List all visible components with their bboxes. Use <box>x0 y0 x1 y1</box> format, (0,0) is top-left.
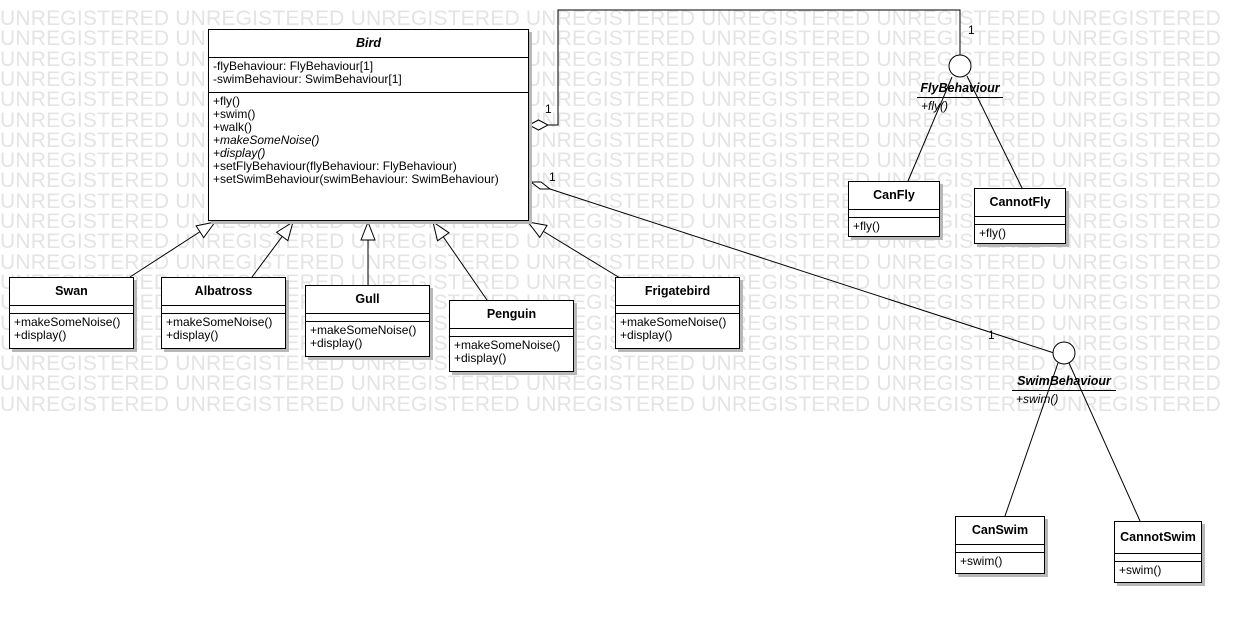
cannotswim-operation: +swim() <box>1119 563 1162 577</box>
cannotswim-class-name: CannotSwim <box>1115 522 1201 554</box>
swan-operations: +makeSomeNoise() +display() <box>10 314 133 344</box>
albatross-class[interactable]: Albatross +makeSomeNoise() +display() <box>161 277 286 349</box>
swim-aggregation-diamond <box>529 181 552 190</box>
swimbehaviour-interface[interactable]: SwimBehaviour +swim() <box>1012 375 1116 408</box>
bird-attributes: -flyBehaviour: FlyBehaviour[1] -swimBeha… <box>209 58 528 93</box>
multiplicity-bird-swim: 1 <box>549 170 556 184</box>
bird-operation: +setFlyBehaviour(flyBehaviour: FlyBehavi… <box>213 159 457 173</box>
canfly-class-name: CanFly <box>849 182 939 210</box>
cannotfly-realization <box>966 75 1023 189</box>
gull-operation: +makeSomeNoise() <box>310 323 417 337</box>
frigatebird-class-name: Frigatebird <box>616 278 739 306</box>
swan-operation: +makeSomeNoise() <box>14 315 121 329</box>
frigatebird-operations: +makeSomeNoise() +display() <box>616 314 739 344</box>
frigatebird-operation: +display() <box>620 328 673 342</box>
multiplicity-fly-end: 1 <box>968 23 975 37</box>
penguin-attributes <box>450 329 573 337</box>
bird-operations: +fly() +swim() +walk() +makeSomeNoise() … <box>209 93 528 188</box>
cannotswim-realization <box>1068 362 1141 522</box>
bird-operation: +fly() <box>213 94 240 108</box>
canfly-operations: +fly() <box>849 218 939 235</box>
cannotswim-operations: +swim() <box>1115 562 1201 579</box>
fly-interface-lollipop <box>948 54 972 78</box>
albatross-generalization <box>251 222 293 278</box>
albatross-operation: +makeSomeNoise() <box>166 315 273 329</box>
canfly-realization <box>907 76 953 182</box>
penguin-operation: +display() <box>454 351 507 365</box>
canswim-realization <box>1004 362 1059 517</box>
canfly-class[interactable]: CanFly +fly() <box>848 181 940 237</box>
gull-operation: +display() <box>310 336 363 350</box>
albatross-operation: +display() <box>166 328 219 342</box>
flybehaviour-operation: +fly() <box>921 99 948 113</box>
penguin-generalization <box>433 222 488 301</box>
bird-attribute: -flyBehaviour: FlyBehaviour[1] <box>213 59 374 73</box>
cannotfly-attributes <box>975 217 1065 225</box>
multiplicity-swim-end: 1 <box>988 328 995 342</box>
bird-attribute: -swimBehaviour: SwimBehaviour[1] <box>213 72 402 86</box>
canswim-operation: +swim() <box>960 554 1003 568</box>
swan-operation: +display() <box>14 328 67 342</box>
bird-class-name: Bird <box>209 30 528 58</box>
cannotswim-attributes <box>1115 554 1201 562</box>
swim-interface-lollipop <box>1052 341 1076 365</box>
canfly-attributes <box>849 210 939 218</box>
frigatebird-generalization <box>528 222 621 279</box>
canswim-operations: +swim() <box>956 553 1044 570</box>
gull-attributes <box>306 314 429 322</box>
bird-abstract-operation: +makeSomeNoise() <box>213 133 320 147</box>
bird-class[interactable]: Bird -flyBehaviour: FlyBehaviour[1] -swi… <box>208 29 529 221</box>
bird-operation: +setSwimBehaviour(swimBehaviour: SwimBeh… <box>213 172 499 186</box>
albatross-class-name: Albatross <box>162 278 285 306</box>
canswim-class-name: CanSwim <box>956 517 1044 545</box>
swan-class-name: Swan <box>10 278 133 306</box>
cannotfly-class[interactable]: CannotFly +fly() <box>974 188 1066 244</box>
penguin-class-name: Penguin <box>450 301 573 329</box>
penguin-operation: +makeSomeNoise() <box>454 338 561 352</box>
cannotfly-class-name: CannotFly <box>975 189 1065 217</box>
flybehaviour-interface[interactable]: FlyBehaviour +fly() <box>917 82 1003 115</box>
cannotfly-operations: +fly() <box>975 225 1065 242</box>
cannotfly-operation: +fly() <box>979 226 1006 240</box>
frigatebird-operation: +makeSomeNoise() <box>620 315 727 329</box>
swan-attributes <box>10 306 133 314</box>
frigatebird-class[interactable]: Frigatebird +makeSomeNoise() +display() <box>615 277 740 349</box>
frigatebird-attributes <box>616 306 739 314</box>
albatross-operations: +makeSomeNoise() +display() <box>162 314 285 344</box>
swim-aggregation-line <box>549 188 1055 354</box>
swan-class[interactable]: Swan +makeSomeNoise() +display() <box>9 277 134 349</box>
swimbehaviour-interface-name: SwimBehaviour <box>1017 374 1111 388</box>
gull-class-name: Gull <box>306 286 429 314</box>
gull-operations: +makeSomeNoise() +display() <box>306 322 429 352</box>
albatross-attributes <box>162 306 285 314</box>
fly-aggregation-diamond <box>527 119 550 131</box>
multiplicity-bird-fly: 1 <box>545 102 552 116</box>
penguin-operations: +makeSomeNoise() +display() <box>450 337 573 367</box>
fly-aggregation-line <box>548 9 961 126</box>
bird-operation: +swim() <box>213 107 256 121</box>
swimbehaviour-operation: +swim() <box>1016 392 1059 406</box>
canfly-operation: +fly() <box>853 219 880 233</box>
cannotswim-class[interactable]: CannotSwim +swim() <box>1114 521 1202 583</box>
canswim-class[interactable]: CanSwim +swim() <box>955 516 1045 574</box>
swan-generalization <box>129 222 215 278</box>
bird-operation: +walk() <box>213 120 253 134</box>
penguin-class[interactable]: Penguin +makeSomeNoise() +display() <box>449 300 574 372</box>
canswim-attributes <box>956 545 1044 553</box>
gull-class[interactable]: Gull +makeSomeNoise() +display() <box>305 285 430 357</box>
bird-abstract-operation: +display() <box>213 146 266 160</box>
flybehaviour-interface-name: FlyBehaviour <box>920 81 1000 95</box>
